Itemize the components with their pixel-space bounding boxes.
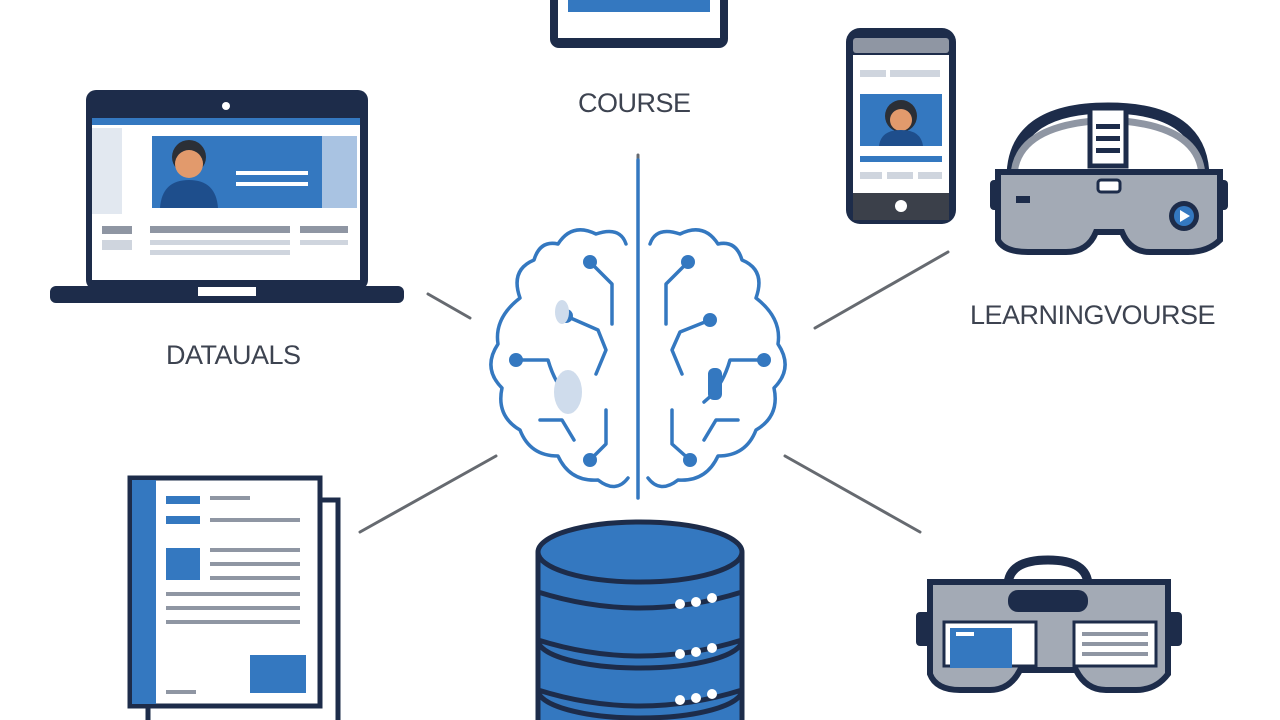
laptop-icon (50, 90, 404, 303)
connector-line (426, 292, 472, 320)
course-label: COURSE (578, 88, 691, 118)
brain-circuit-icon (489, 158, 787, 500)
learning-course-label: LEARNINGVOURSE (970, 300, 1216, 330)
smartphone-icon (846, 28, 956, 224)
database-server-icon (535, 519, 745, 720)
connector-line (813, 250, 950, 330)
vr-headset-icon (990, 102, 1228, 255)
connector-line (783, 454, 922, 534)
vr-goggles-icon (916, 555, 1182, 693)
datauals-label: DATAUALS (166, 340, 301, 370)
connector-line (358, 454, 498, 534)
document-icon (127, 475, 341, 720)
monitor-icon (550, 0, 728, 48)
